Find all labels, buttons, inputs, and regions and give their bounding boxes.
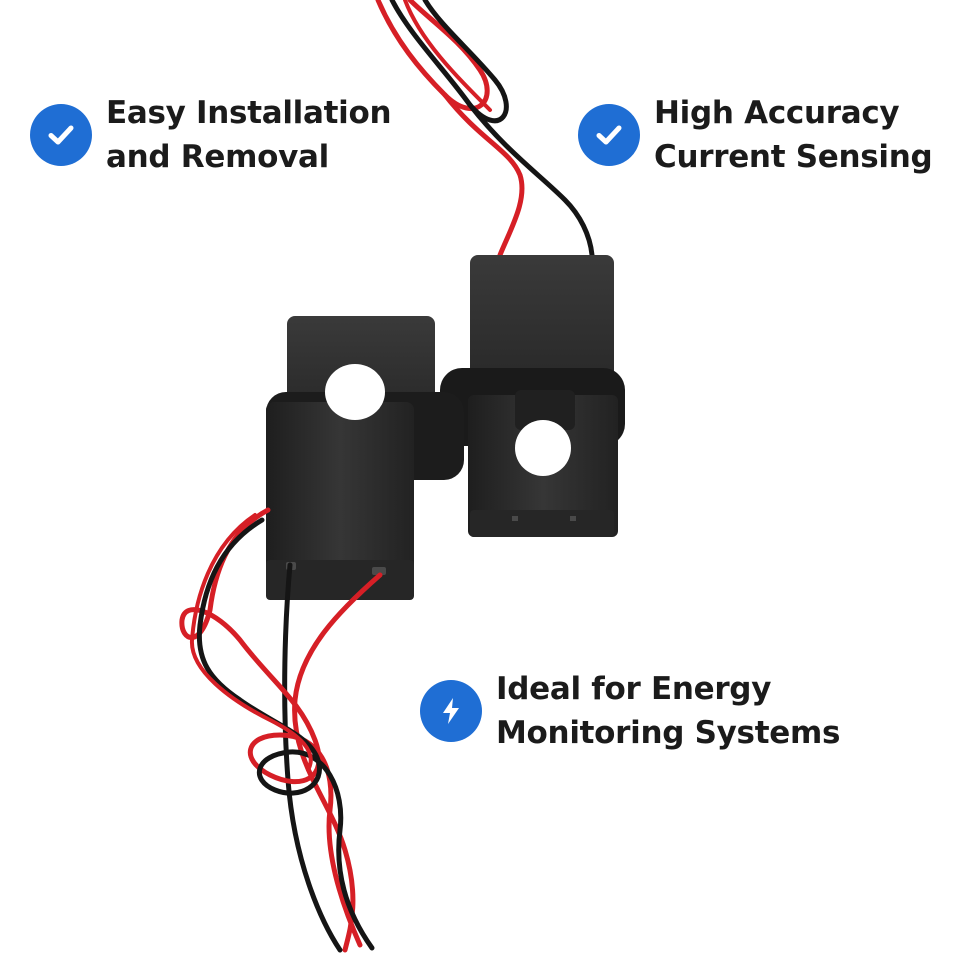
left-sensor [266,316,464,600]
feature-text: Easy Installation and Removal [106,91,392,179]
check-icon [578,104,640,166]
bottom-cable [179,507,383,953]
top-cable [375,0,595,258]
lightning-bolt-icon [420,680,482,742]
feature-title-line-1: Ideal for Energy [496,671,772,707]
feature-title-line-1: High Accuracy [654,95,900,131]
feature-title-line-2: Monitoring Systems [496,715,841,751]
feature-title-line-2: Current Sensing [654,139,933,175]
feature-callout-high-accuracy: High Accuracy Current Sensing [578,91,933,179]
feature-title-line-2: and Removal [106,139,329,175]
feature-title-line-1: Easy Installation [106,95,392,131]
feature-text: High Accuracy Current Sensing [654,91,933,179]
right-sensor [440,255,625,537]
feature-callout-easy-installation: Easy Installation and Removal [30,91,392,179]
feature-text: Ideal for Energy Monitoring Systems [496,667,840,755]
check-icon [30,104,92,166]
feature-callout-energy-monitoring: Ideal for Energy Monitoring Systems [420,667,840,755]
